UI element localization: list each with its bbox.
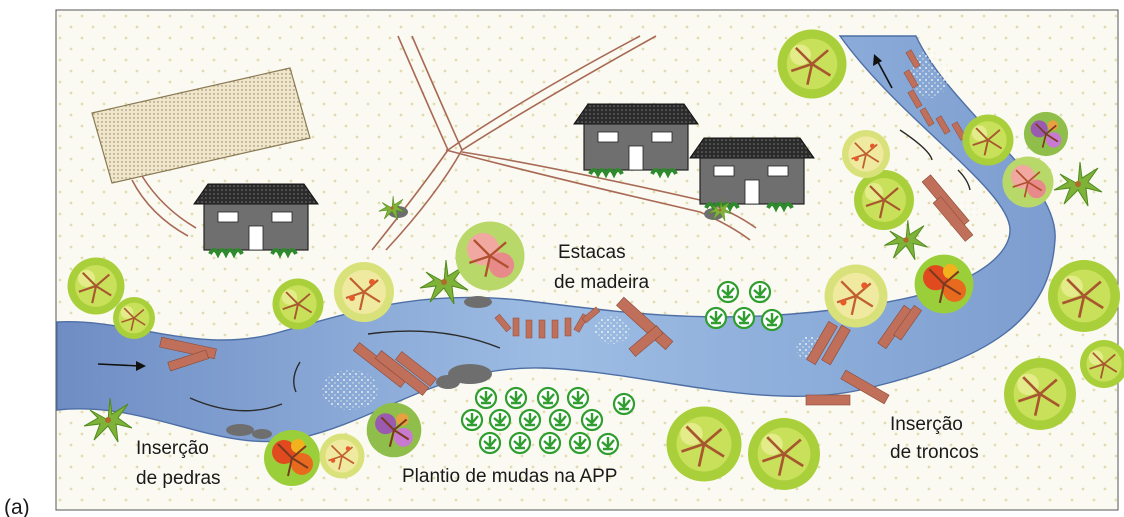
flow-arrow-icon [97, 361, 146, 371]
house-icon [192, 182, 320, 256]
stake-icon [494, 49, 967, 339]
stone-icon [226, 206, 724, 439]
house-icon [572, 102, 700, 176]
panel-label: (a) [4, 496, 30, 517]
label-stakes-line2: de madeira [554, 272, 649, 293]
label-logs-line1: Inserção [890, 414, 963, 435]
road [131, 35, 757, 251]
label-seedlings: Plantio de mudas na APP [402, 466, 617, 487]
house-icon [688, 136, 816, 210]
log-icon [159, 174, 974, 406]
label-stakes-line1: Estacas [558, 242, 626, 263]
flow-arrow-icon [873, 54, 893, 89]
label-logs-line2: de troncos [890, 442, 979, 463]
label-stones-line1: Inserção [136, 438, 209, 459]
label-stones-line2: de pedras [136, 468, 221, 489]
field-icon [91, 67, 311, 184]
